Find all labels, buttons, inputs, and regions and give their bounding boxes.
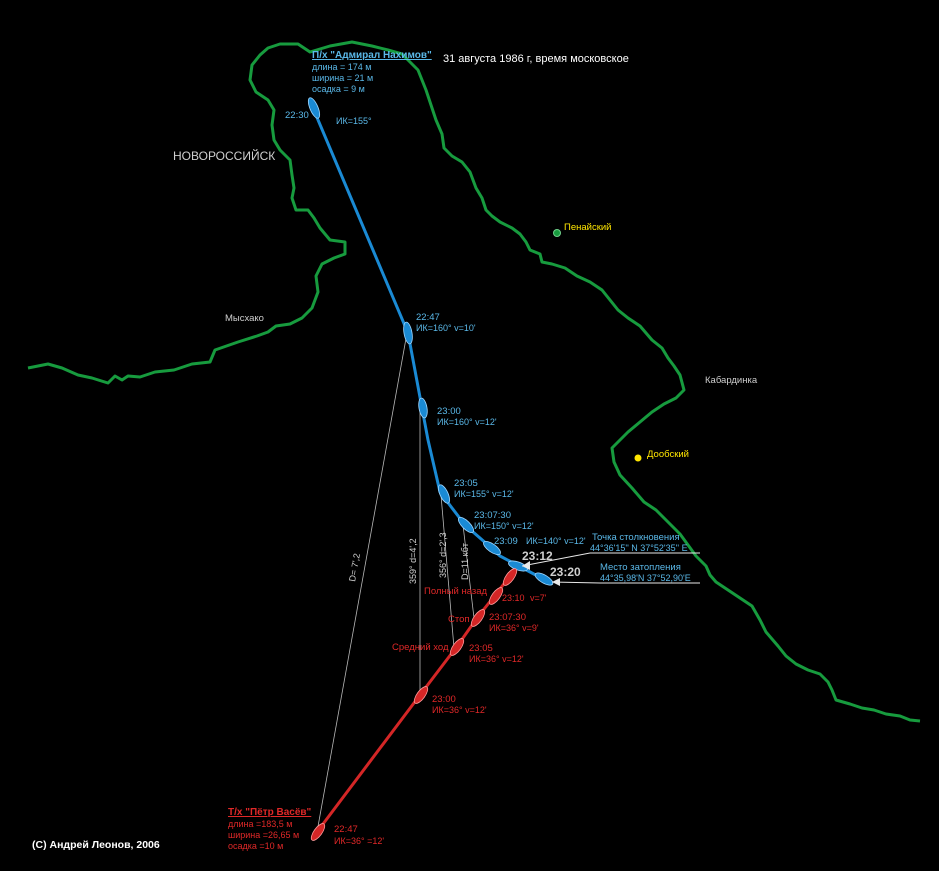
nakhimov-ship-2320 xyxy=(534,572,554,586)
nakhimov-time-2230: 22:30 xyxy=(285,110,309,121)
vasev-ship-2310 xyxy=(488,587,504,605)
nakhimov-width: ширина = 21 м xyxy=(312,73,373,83)
vasev-ship-230730 xyxy=(470,609,486,627)
nakhimov-length: длина = 174 м xyxy=(312,62,371,72)
command-medium: Средний ход xyxy=(392,642,449,653)
date-title: 31 августа 1986 г, время московское xyxy=(443,53,629,65)
bearing-label-3: 356° d=2',3 xyxy=(438,532,448,578)
nakhimov-ship-2230 xyxy=(307,97,321,119)
collision-arrowhead xyxy=(522,561,530,570)
penaisky-dot xyxy=(553,229,561,237)
vasev-info-2300: ИК=36° v=12' xyxy=(432,705,487,715)
vasev-info-2310: v=7' xyxy=(530,593,547,603)
vasev-time-230730: 23:07:30 xyxy=(489,612,526,623)
nakhimov-info-2300: ИК=160° v=12' xyxy=(437,417,497,427)
collision-label: Точка столкновения xyxy=(592,532,680,543)
sinking-coords: 44°35,98'N 37°52,90'E xyxy=(600,573,691,583)
event-pointers xyxy=(521,552,700,584)
nakhimov-ship-2305 xyxy=(438,484,450,504)
vasev-name: Т/х "Пётр Васёв" xyxy=(228,807,312,818)
nakhimov-track xyxy=(311,107,546,582)
place-doobsky: Дообский xyxy=(647,449,689,460)
bearing-lines xyxy=(316,332,475,833)
vasev-width: ширина =26,65 м xyxy=(228,830,299,840)
vasev-ship-2300 xyxy=(413,686,429,704)
nakhimov-time-2247: 22:47 xyxy=(416,312,440,323)
vasev-time-2300: 23:00 xyxy=(432,694,456,705)
nakhimov-ship-2300 xyxy=(418,397,428,419)
nakhimov-info-2309: ИК=140° v=12' xyxy=(526,536,586,546)
command-full-astern: Полный назад xyxy=(424,586,488,597)
nakhimov-name: П/х "Адмирал Нахимов" xyxy=(312,50,432,61)
vasev-ship-2247 xyxy=(310,823,326,841)
vasev-time-2310: 23:10 xyxy=(502,593,525,603)
nakhimov-info-2305: ИК=155° v=12' xyxy=(454,489,514,499)
vasev-time-2247: 22:47 xyxy=(334,824,358,835)
nakhimov-time-2309: 23:09 xyxy=(494,536,518,547)
place-kabardinka: Кабардинка xyxy=(705,375,758,386)
sinking-time: 23:20 xyxy=(550,565,581,579)
nakhimov-time-2300: 23:00 xyxy=(437,406,461,417)
nakhimov-time-2305: 23:05 xyxy=(454,478,478,489)
nakhimov-info-2230: ИК=155° xyxy=(336,116,372,126)
collision-time: 23:12 xyxy=(522,549,553,563)
vasev-info-2247: ИК=36° =12' xyxy=(334,836,384,846)
vasev-time-2305: 23:05 xyxy=(469,643,493,654)
nakhimov-time-230730: 23:07:30 xyxy=(474,510,511,521)
nakhimov-ship-230730 xyxy=(457,516,475,534)
coastline-west xyxy=(27,40,921,723)
nakhimov-ship-2247 xyxy=(403,321,413,345)
vasev-draft: осадка =10 м xyxy=(228,841,283,851)
doobsky-dot xyxy=(634,454,642,462)
vasev-info-230730: ИК=36° v=9' xyxy=(489,623,539,633)
place-myskhako: Мысхако xyxy=(225,313,264,324)
bearing-label-4: D=11 кбт xyxy=(460,543,470,580)
vasev-length: длина =183,5 м xyxy=(228,819,292,829)
collision-coords: 44°36'15'' N 37°52'35'' E xyxy=(590,543,688,553)
sinking-label: Место затопления xyxy=(600,562,681,573)
place-novorossiysk: НОВОРОССИЙСК xyxy=(173,148,275,163)
command-stop: Стоп xyxy=(448,614,470,625)
nakhimov-ship-2309 xyxy=(483,540,501,556)
nakhimov-info-2247: ИК=160° v=10' xyxy=(416,323,476,333)
vasev-ship-2312 xyxy=(502,568,518,586)
vasev-info-2305: ИК=36° v=12' xyxy=(469,654,524,664)
copyright: (C) Андрей Леонов, 2006 xyxy=(32,839,160,851)
bearing-label-2: 359° d=4',2 xyxy=(408,538,418,584)
nakhimov-draft: осадка = 9 м xyxy=(312,84,365,94)
bearing-label-1: D= 7',2 xyxy=(347,553,362,583)
vasev-markers xyxy=(310,568,518,841)
nakhimov-markers xyxy=(307,97,554,586)
nakhimov-info-230730: ИК=150° v=12' xyxy=(474,521,534,531)
place-penaisky: Пенайский xyxy=(564,222,611,233)
sinking-arrowhead xyxy=(552,578,560,586)
vasev-ship-2305 xyxy=(449,638,465,656)
